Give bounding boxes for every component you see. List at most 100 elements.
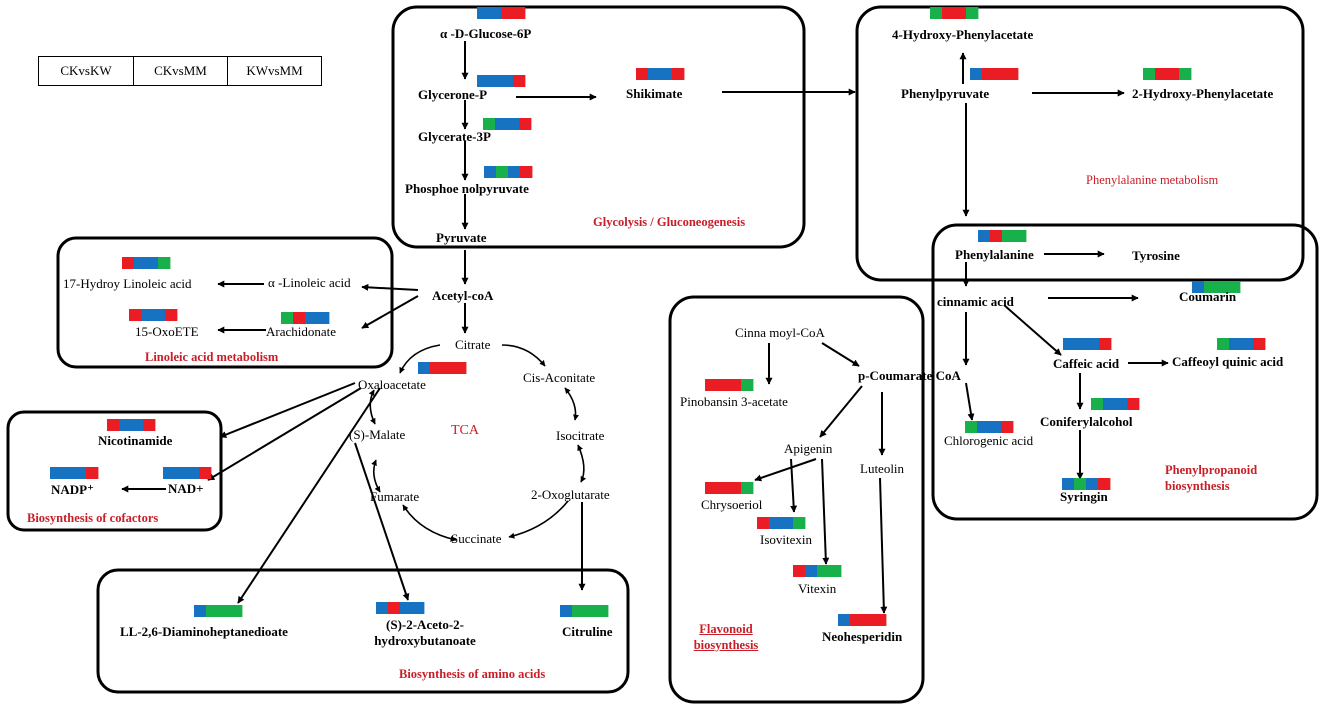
metabolite-coniferylalcohol: Coniferylalcohol [1040, 414, 1133, 429]
bar-segment [1253, 338, 1266, 350]
bar-segment [131, 419, 144, 431]
bar-segment [484, 166, 497, 178]
box-glycolysis [391, 5, 806, 249]
metabolite-17-hydroy-linoleic-acid: 17-Hydroy Linoleic acid [63, 276, 192, 291]
bar-segment [122, 257, 135, 269]
bar-segment [1099, 338, 1112, 350]
fold-change-bar-hydroxyphenylacetate2 [1143, 68, 1192, 80]
metabolite-15-oxoete: 15-OxoETE [135, 324, 199, 339]
metabolite-cinnamic-acid: cinnamic acid [937, 294, 1014, 309]
bar-segment [757, 517, 770, 529]
bar-segment [62, 467, 75, 479]
bar-segment [483, 118, 496, 130]
metabolite-arachidonate: Arachidonate [266, 324, 337, 339]
metabolite-4-hydroxy-phenylacetate: 4-Hydroxy-Phenylacetate [892, 27, 1034, 42]
metabolite-glucose-6p: α -D-Glucose-6P [440, 26, 532, 41]
bar-segment [965, 421, 978, 433]
bar-segment [230, 605, 243, 617]
bar-segment [1074, 478, 1087, 490]
bar-segment [119, 419, 132, 431]
bar-segment [1063, 338, 1076, 350]
bar-segment [1091, 398, 1104, 410]
fold-change-bar-isovitexin [757, 517, 806, 529]
bar-segment [1217, 338, 1230, 350]
bar-segment [400, 602, 413, 614]
bar-segment [520, 166, 533, 178]
metabolite-shikimate: Shikimate [626, 86, 683, 101]
bar-segment [648, 68, 661, 80]
bar-segment [1001, 421, 1014, 433]
region-title-tca: TCA [451, 423, 479, 438]
metabolite-neohesperidin: Neohesperidin [822, 629, 903, 644]
bar-segment [163, 467, 176, 479]
bar-segment [175, 467, 188, 479]
fold-change-bar-arachidonate [281, 312, 330, 324]
metabolite-syringin: Syringin [1060, 489, 1108, 504]
reaction-arrows [121, 41, 1169, 614]
bar-segment [489, 7, 502, 19]
region-title-glycolysis: Glycolysis / Gluconeogenesis [593, 215, 746, 229]
bar-segment [1006, 68, 1019, 80]
bar-segment [442, 362, 455, 374]
region-title-phenylalanine-metabolism: Phenylalanine metabolism [1086, 173, 1219, 187]
metabolite-isovitexin: Isovitexin [760, 532, 812, 547]
bar-segment [418, 362, 431, 374]
bar-segment [717, 482, 730, 494]
bar-segment [829, 565, 842, 577]
bar-segment [572, 605, 585, 617]
fold-change-bar-caffeoylquinic [1217, 338, 1266, 350]
metabolite-p-coumarate-coa: p-Coumarate CoA [858, 368, 961, 383]
bar-segment [705, 482, 718, 494]
bar-segment [496, 166, 509, 178]
bar-segment [1103, 398, 1116, 410]
tca-cycle-arrows [368, 344, 587, 542]
bar-segment [741, 379, 754, 391]
bar-segment [477, 75, 490, 87]
bar-segment [74, 467, 87, 479]
bar-segment [982, 68, 995, 80]
region-boxes [6, 5, 1319, 704]
bar-segment [560, 605, 573, 617]
bar-segment [293, 312, 306, 324]
fold-change-bar-nad [163, 467, 212, 479]
bar-segment [850, 614, 863, 626]
bar-segment [305, 312, 318, 324]
metabolite-isocitrate: Isocitrate [556, 428, 605, 443]
bar-segment [1098, 478, 1111, 490]
bar-segment [930, 7, 943, 19]
fold-change-bar-nadp [50, 467, 99, 479]
bar-segment [636, 68, 649, 80]
metabolite-alpha-linoleic-acid: α -Linoleic acid [268, 275, 351, 290]
bar-segment [281, 312, 294, 324]
bar-segment [966, 7, 979, 19]
metabolite-pinobansin-3-acetate: Pinobansin 3-acetate [680, 394, 788, 409]
bar-segment [508, 166, 521, 178]
bar-segment [489, 75, 502, 87]
fold-change-bar-chrysoeriol [705, 482, 754, 494]
bar-segment [1192, 281, 1205, 293]
bar-segment [513, 7, 526, 19]
bar-segment [143, 419, 156, 431]
bar-segment [1229, 338, 1242, 350]
bar-segment [50, 467, 63, 479]
box-biosynthesis-of-amino-acids [96, 568, 630, 694]
bar-segment [1127, 398, 1140, 410]
fold-change-bar-phenylpyruvate [970, 68, 1019, 80]
bar-segment [717, 379, 730, 391]
bar-segment [1228, 281, 1241, 293]
bar-segment [454, 362, 467, 374]
metabolite-fumarate: Fumarate [370, 489, 420, 504]
bar-segment [977, 421, 990, 433]
fold-change-bar-oxoete [129, 309, 178, 321]
bar-segment [805, 565, 818, 577]
legend-cell-ckvskw: CKvsKW [60, 63, 112, 78]
bar-segment [165, 309, 178, 321]
bar-segment [146, 257, 159, 269]
fold-change-bar-phenylalanine [978, 230, 1027, 242]
fold-change-bar-coumarin [1192, 281, 1241, 293]
fold-change-bar-oxaloacetate [418, 362, 467, 374]
bar-segment [793, 517, 806, 529]
fold-change-bar-neohesperidin [838, 614, 887, 626]
bar-segment [194, 605, 207, 617]
